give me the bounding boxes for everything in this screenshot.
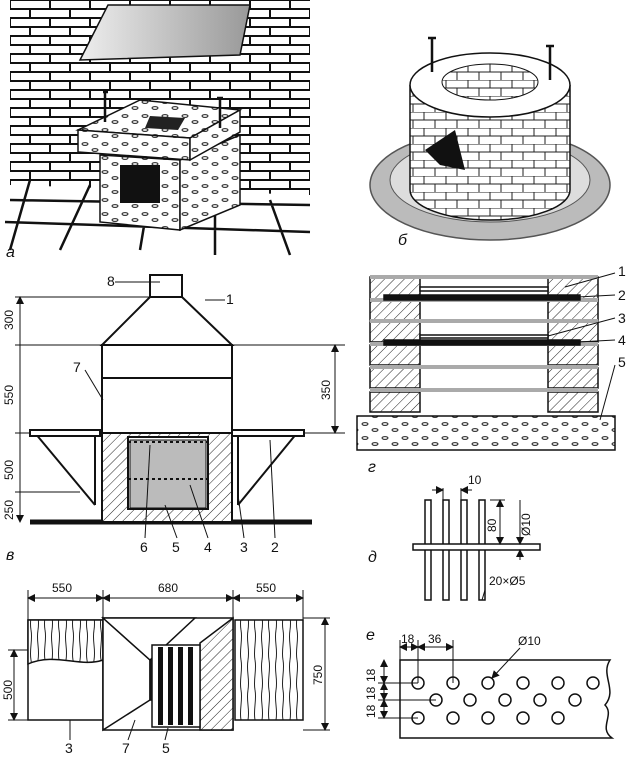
panel-label-d: д	[368, 549, 377, 566]
e-dim-dia10: Ø10	[518, 634, 541, 648]
g-callout-5: 5	[618, 354, 626, 370]
e-dim-18-c: 18	[364, 704, 378, 718]
g-callout-2: 2	[618, 287, 626, 303]
plan-dims	[8, 590, 330, 741]
plan-drawing	[27, 616, 304, 732]
e-dim-18-a: 18	[364, 668, 378, 682]
panel-label-b: б	[398, 232, 408, 249]
callout-8: 8	[107, 273, 115, 289]
g-callout-4: 4	[618, 332, 626, 348]
panel-v-leaders	[144, 439, 276, 539]
plan-callout-3: 3	[65, 740, 73, 756]
panel-g-leaders	[547, 272, 616, 421]
callout-6: 6	[140, 539, 148, 555]
plan-dim-750: 750	[311, 665, 325, 685]
callout-5: 5	[172, 539, 180, 555]
dim-500: 500	[2, 460, 16, 480]
panel-e-dims	[378, 640, 521, 719]
panel-b-illustration	[369, 36, 611, 241]
panel-v-dimensions	[15, 281, 345, 523]
callout-3: 3	[240, 539, 248, 555]
g-callout-3: 3	[618, 310, 626, 326]
e-dim-36: 36	[428, 632, 442, 646]
plan-dim-680: 680	[158, 581, 178, 595]
d-dim-rods: 20×Ø5	[489, 574, 526, 588]
panel-d-dims	[432, 486, 524, 601]
plan-dim-550-right: 550	[256, 581, 276, 595]
dim-550: 550	[2, 385, 16, 405]
panel-label-g: г	[368, 459, 376, 476]
d-dim-80: 80	[485, 518, 499, 532]
panel-d-drawing	[412, 499, 541, 601]
panel-label-a: а	[6, 244, 15, 261]
g-callout-1: 1	[618, 263, 626, 279]
d-dim-10: 10	[468, 473, 482, 487]
d-dim-dia10: Ø10	[519, 513, 533, 536]
panel-label-v: в	[6, 547, 14, 564]
dim-300: 300	[2, 310, 16, 330]
e-dim-18: 18	[401, 632, 415, 646]
panel-a-illustration	[4, 0, 311, 256]
plan-callout-7: 7	[122, 740, 130, 756]
plan-dim-500: 500	[1, 680, 15, 700]
callout-1: 1	[226, 291, 234, 307]
callout-4: 4	[204, 539, 212, 555]
panel-e-holes	[411, 676, 600, 725]
panel-label-e: е	[366, 627, 375, 644]
panel-g-drawing	[356, 275, 616, 451]
panel-v-drawing	[29, 274, 312, 525]
dim-350: 350	[319, 380, 333, 400]
callout-2: 2	[271, 539, 279, 555]
plan-callout-5: 5	[162, 740, 170, 756]
plan-dim-550-left: 550	[52, 581, 72, 595]
dim-250: 250	[2, 500, 16, 520]
callout-7: 7	[73, 359, 81, 375]
e-dim-18-b: 18	[364, 686, 378, 700]
